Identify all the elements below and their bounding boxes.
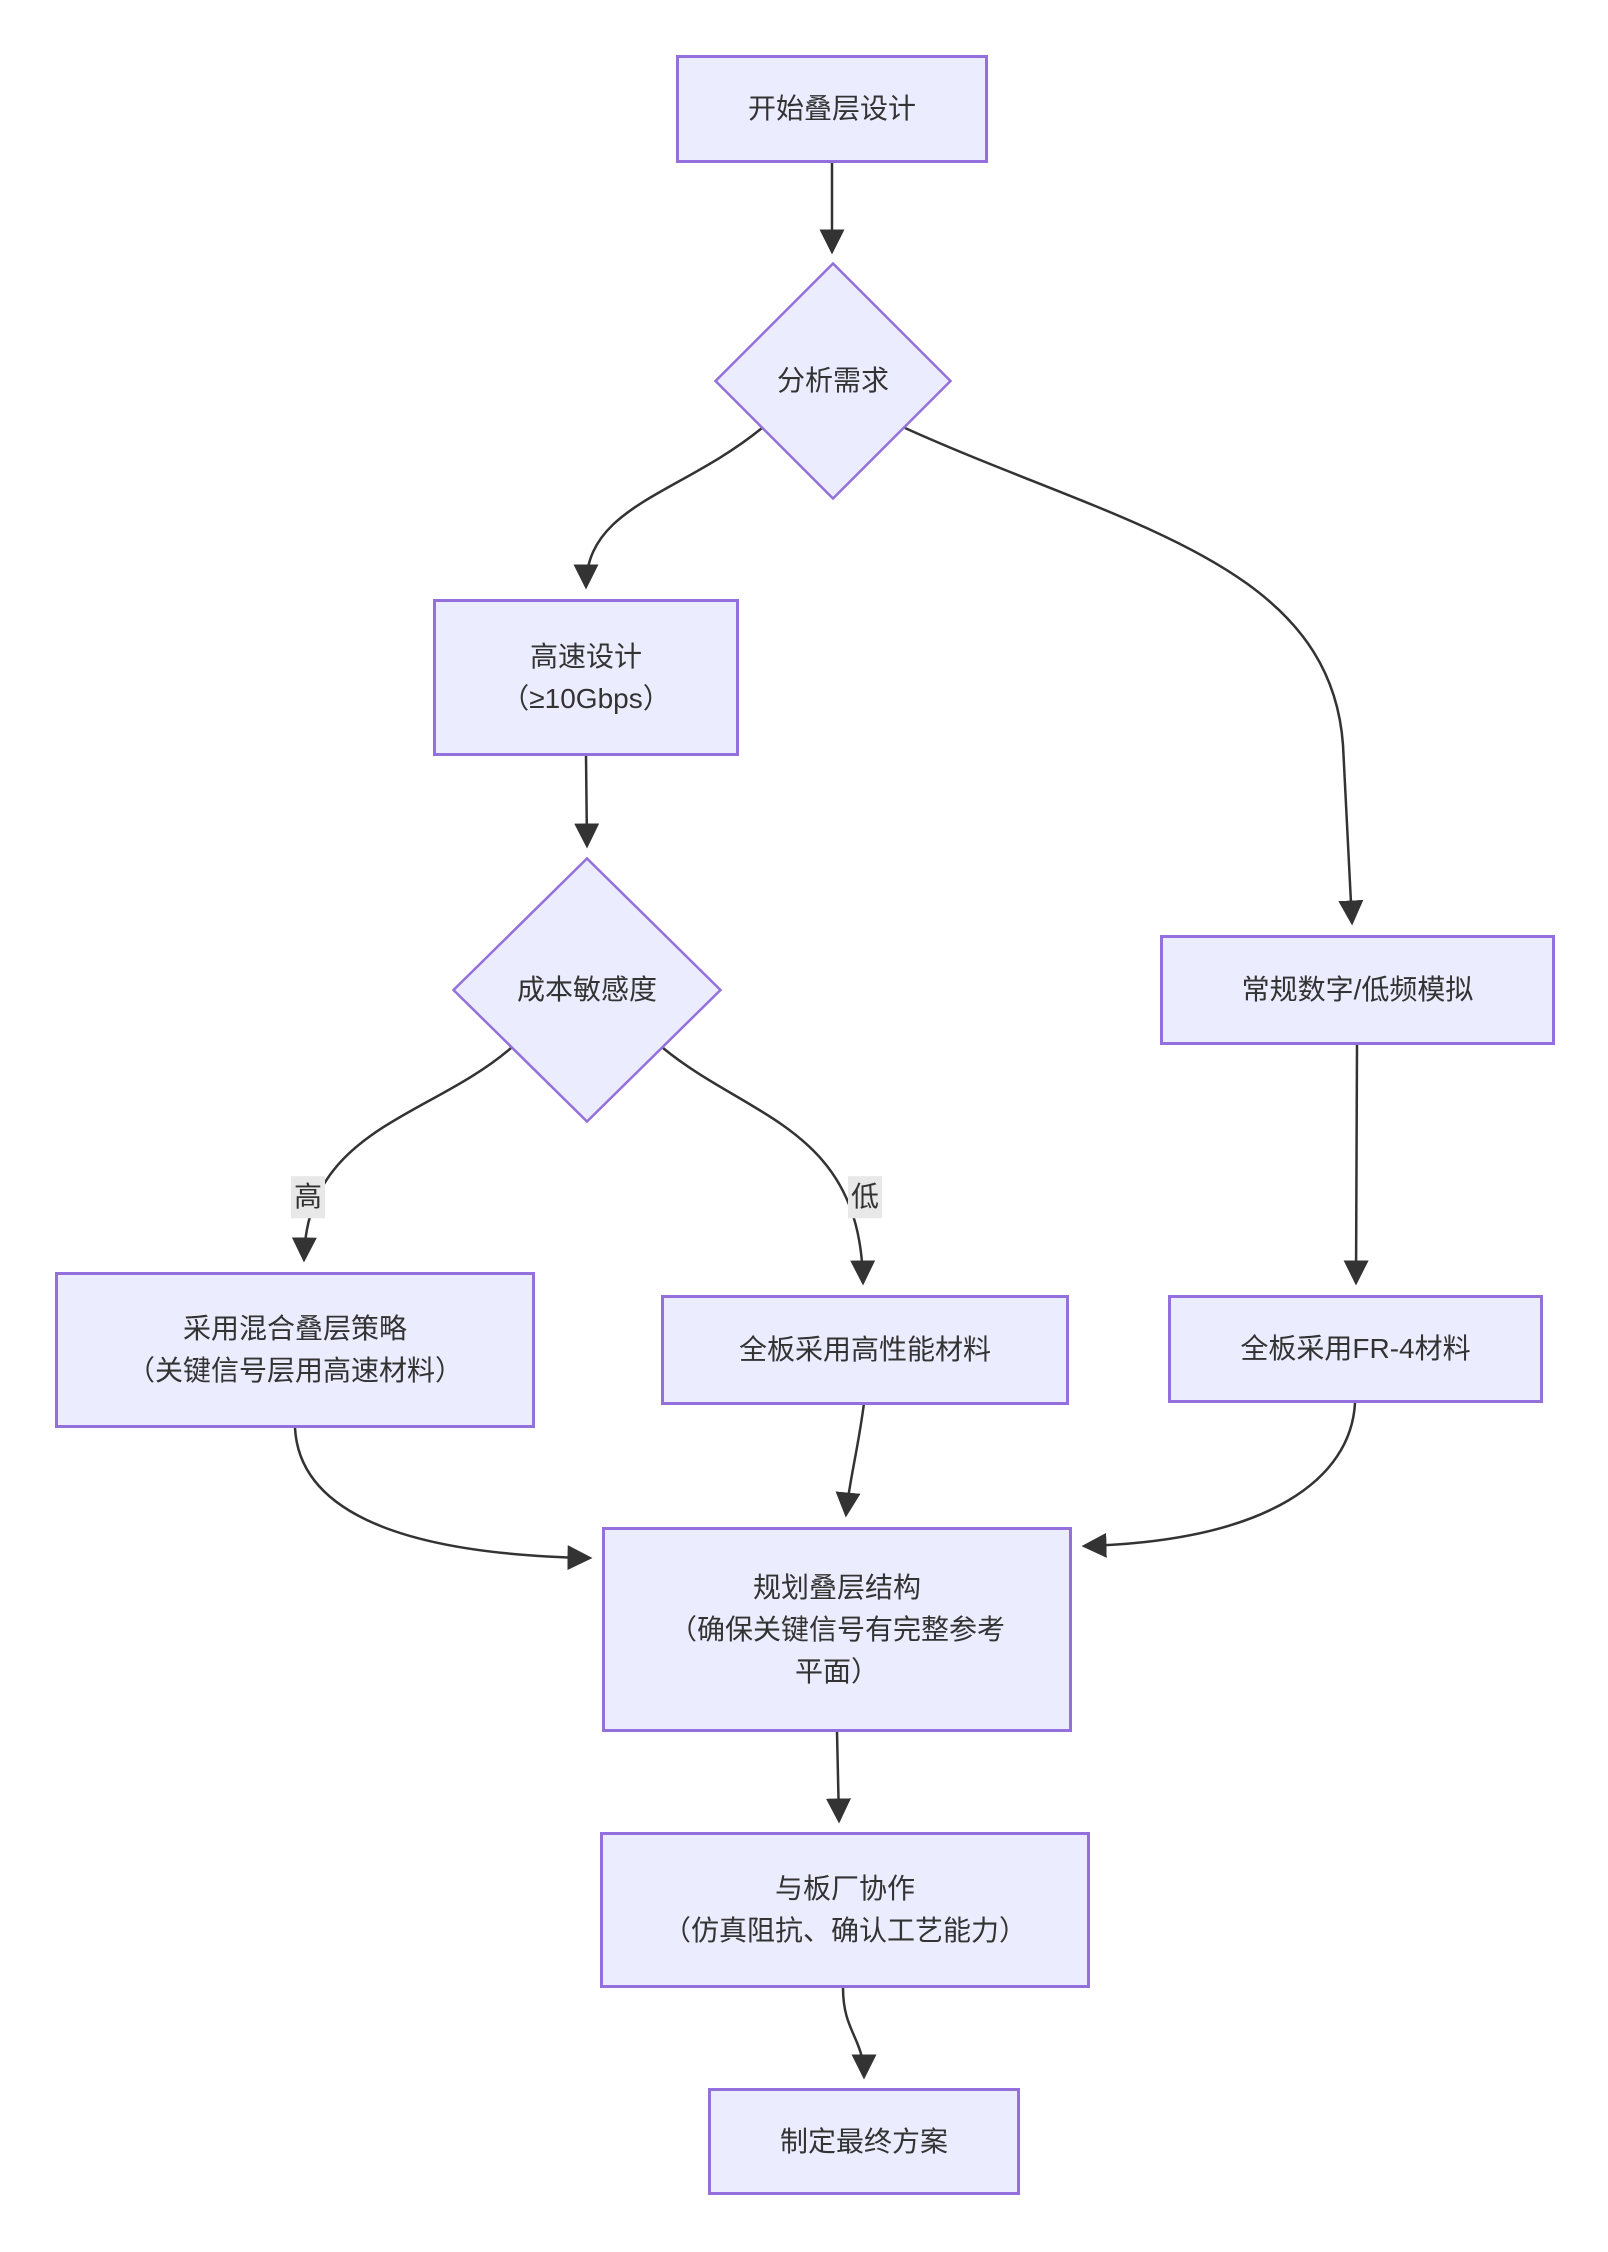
node-fab-line1: 与板厂协作 <box>774 1873 915 1904</box>
node-plan-line3: 平面） <box>794 1655 879 1687</box>
diamond-shape <box>452 857 722 1123</box>
edge-label-high: 高 <box>290 1176 326 1218</box>
edge-highperf-plan <box>835 1402 866 1518</box>
node-final-label: 制定最终方案 <box>779 2125 948 2157</box>
edge-fr4-plan <box>1081 1402 1357 1558</box>
node-fab: 与板厂协作 （仿真阻抗、确认工艺能力） <box>600 1832 1090 1988</box>
node-fr4-label: 全板采用FR-4材料 <box>1240 1333 1471 1364</box>
node-highperf-label: 全板采用高性能材料 <box>738 1334 991 1365</box>
node-hybrid-line1: 采用混合叠层策略 <box>182 1313 407 1344</box>
edge-regular-fr4 <box>1343 1044 1369 1286</box>
node-hybrid-line2: （关键信号层用高速材料） <box>126 1355 463 1386</box>
node-hybrid-label: 采用混合叠层策略 （关键信号层用高速材料） <box>117 1308 473 1392</box>
node-highspeed-line2: （≥10Gbps） <box>501 682 671 714</box>
node-regular-label: 常规数字/低频模拟 <box>1241 974 1474 1005</box>
edge-plan-fab <box>825 1731 851 1824</box>
node-plan: 规划叠层结构 （确保关键信号有完整参考 平面） <box>602 1527 1072 1732</box>
edge-fab-final <box>841 1987 877 2080</box>
node-plan-line1: 规划叠层结构 <box>752 1571 921 1603</box>
decision-analyze: 分析需求 <box>714 262 952 500</box>
edge-label-low: 低 <box>847 1176 883 1218</box>
node-start-label: 开始叠层设计 <box>747 93 916 124</box>
edge-analyze-highspeed <box>573 427 763 590</box>
decision-analyze-label: 分析需求 <box>776 365 889 396</box>
edge-hybrid-plan <box>293 1427 593 1571</box>
edge-highspeed-cost <box>574 755 600 849</box>
node-fr4: 全板采用FR-4材料 <box>1168 1295 1543 1403</box>
node-hybrid: 采用混合叠层策略 （关键信号层用高速材料） <box>55 1272 535 1428</box>
diamond-shape <box>714 262 952 500</box>
node-fab-line2: （仿真阻抗、确认工艺能力） <box>662 1915 1027 1946</box>
node-highspeed-label: 高速设计 （≥10Gbps） <box>491 636 680 720</box>
node-start: 开始叠层设计 <box>676 55 988 163</box>
node-plan-label: 规划叠层结构 （确保关键信号有完整参考 平面） <box>659 1567 1015 1693</box>
node-fab-label: 与板厂协作 （仿真阻抗、确认工艺能力） <box>653 1868 1037 1952</box>
edge-cost-highperf <box>662 1047 876 1286</box>
decision-cost: 成本敏感度 <box>452 857 722 1123</box>
node-highperf: 全板采用高性能材料 <box>661 1295 1069 1405</box>
node-final: 制定最终方案 <box>708 2088 1020 2195</box>
decision-cost-label: 成本敏感度 <box>516 974 657 1005</box>
node-regular: 常规数字/低频模拟 <box>1160 935 1555 1045</box>
node-highspeed-line1: 高速设计 <box>529 640 642 672</box>
node-plan-line2: （确保关键信号有完整参考 <box>668 1613 1005 1645</box>
node-highspeed: 高速设计 （≥10Gbps） <box>433 599 739 756</box>
edge-analyze-regular <box>904 426 1364 926</box>
